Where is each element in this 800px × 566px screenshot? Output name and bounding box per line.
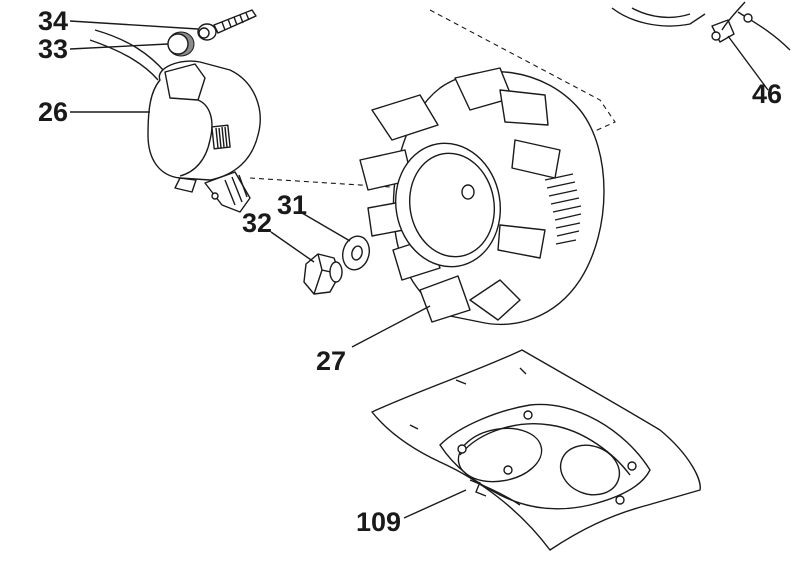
part-32-nut <box>303 253 343 295</box>
part-31-washer <box>341 235 371 271</box>
callout-27: 27 <box>316 346 346 376</box>
callout-33: 33 <box>38 34 68 64</box>
callout-34: 34 <box>38 6 68 36</box>
callout-26: 26 <box>38 97 68 127</box>
leader-lines <box>69 20 769 519</box>
part-109-gasket-set <box>371 349 701 551</box>
part-26-ignition-module <box>89 29 261 213</box>
part-33-plug <box>167 31 195 57</box>
callout-32: 32 <box>242 208 272 238</box>
callout-109: 109 <box>356 507 401 537</box>
callout-46: 46 <box>752 79 782 109</box>
part-27-flywheel <box>249 9 616 326</box>
part-34-screw <box>197 9 257 41</box>
callout-31: 31 <box>277 190 307 220</box>
part-46-fragment <box>611 1 791 51</box>
